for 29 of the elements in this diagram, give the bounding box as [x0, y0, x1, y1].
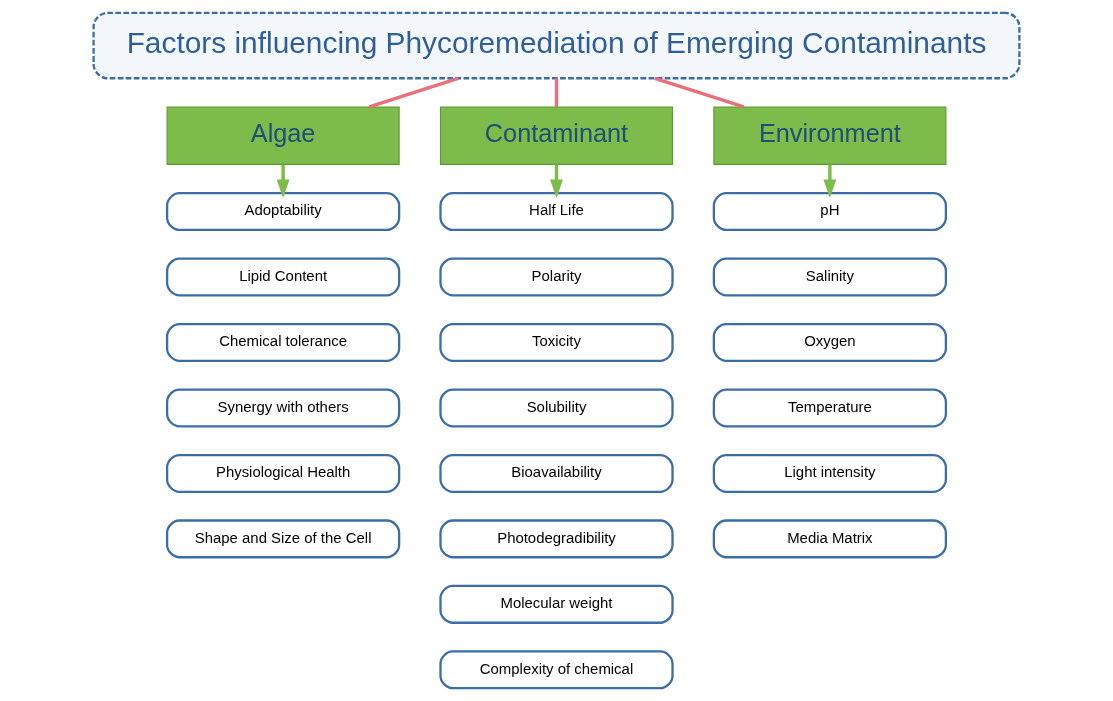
node-box: Temperature — [712, 388, 948, 428]
connector — [368, 76, 459, 109]
node-box: Media Matrix — [712, 519, 948, 559]
connector — [554, 78, 559, 107]
node-box: Algae — [166, 106, 400, 165]
node-box: Toxicity — [439, 322, 674, 362]
node-box: Light intensity — [712, 453, 948, 493]
node-box: Photodegradibility — [439, 519, 674, 559]
node-box: Solubility — [439, 388, 674, 428]
connector — [654, 76, 745, 109]
node-box: Contaminant — [439, 106, 674, 165]
node-box: Environment — [713, 106, 947, 165]
arrow — [823, 164, 837, 198]
node-box: Physiological Health — [165, 453, 401, 493]
node-box: Oxygen — [712, 322, 948, 362]
node-box: Factors influencing Phycoremediation of Emerging Contaminants — [92, 11, 1021, 80]
arrow — [276, 164, 290, 198]
node-box: Adoptability — [165, 192, 401, 232]
node-box: Molecular weight — [439, 584, 674, 624]
node-box: Complexity of chemical — [439, 650, 674, 690]
node-box: Salinity — [712, 257, 948, 297]
node-box: Synergy with others — [165, 388, 401, 428]
node-box: Lipid Content — [165, 257, 401, 297]
node-box: Polarity — [439, 257, 674, 297]
node-box: Shape and Size of the Cell — [165, 519, 401, 559]
node-box: Half Life — [439, 192, 674, 232]
node-box: Bioavailability — [439, 453, 674, 493]
node-box: pH — [712, 192, 948, 232]
node-box: Chemical tolerance — [165, 322, 401, 362]
